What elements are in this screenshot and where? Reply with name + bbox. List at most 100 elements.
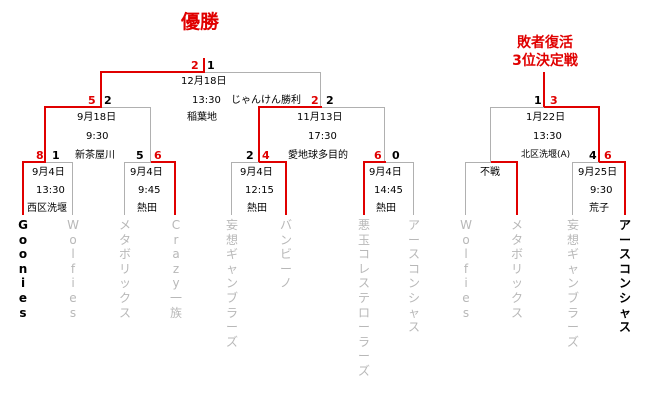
r1m3-score-left: 2 [246,149,254,162]
r1m1-drop-r [72,162,73,215]
cons-right-score-left: 4 [589,149,597,162]
cons-right-bar-red [599,161,626,163]
cons-final-date: 1月22日 [526,112,566,123]
semi-left-score-right: 2 [104,94,112,107]
cons-team-wolfies: W o l f i e s [460,218,472,320]
semi-right-bar-gray [322,107,385,108]
semi-left-drop-l [44,106,46,162]
semi-right-time: 17:30 [308,131,337,142]
semi-right-date: 11月13日 [297,112,343,123]
semi-left-time: 9:30 [86,131,109,142]
semi-right-score-right: 2 [326,94,334,107]
final-score-left: 2 [191,59,199,72]
semi-left-venue: 新茶屋川 [75,150,115,161]
r1m4-time: 14:45 [374,185,403,196]
semi-left-drop-r [150,107,151,162]
semi-right-venue: 愛地球多目的 [288,150,348,161]
semi-left-score-left: 5 [88,94,96,107]
r1m4-venue: 熱田 [376,203,396,214]
semi-right-bar-red [258,106,322,108]
team-wolfies: W o l f i e s [67,218,79,320]
r1m1-time: 13:30 [36,185,65,196]
r1m4-bar-gray [386,162,414,163]
cons-left-drop-r [516,161,518,215]
final-time: 13:30 [192,95,221,106]
r1m3-date: 9月4日 [240,167,273,178]
cons-final-drop-l [490,107,491,162]
cons-right-date: 9月25日 [578,167,618,178]
r1m2-bar-gray [124,162,151,163]
cons-right-drop-l [572,162,573,215]
r1m2-date: 9月4日 [130,167,163,178]
cons-left-bar-red [491,161,518,163]
cons-team-earth: ア ー ス コ ン シ ャ ス [618,218,631,335]
r1m1-score-left: 8 [36,149,44,162]
r1m1-drop-l [22,161,24,215]
r1m2-drop-l [124,162,125,215]
r1m4-bar-red [363,161,386,163]
r1m1-bar-gray [46,162,73,163]
final-champion-stem [203,58,205,72]
cons-final-bar-gray [490,107,544,108]
r1m3-bar-red [259,161,287,163]
r1m4-score-right: 0 [392,149,400,162]
r1m2-bar-red [151,161,176,163]
r1m4-drop-l [363,161,365,215]
team-goonies: G o o n i e s [18,218,28,320]
r1m3-bar-gray [231,162,259,163]
cons-left-drop-l [465,162,466,215]
main-title: 優勝 [180,11,219,33]
team-metabolix: メ タ ボ リ ッ ク ス [118,218,131,320]
cons-final-score-right: 3 [550,94,558,107]
semi-right-drop-r [384,107,385,162]
cons-team-mousou: 妄 想 ギ ャ ン ブ ラ ー ズ [566,218,579,349]
final-left-drop [100,71,102,107]
r1m4-drop-r [413,162,414,215]
team-earth: ア ー ス コ ン シ ャ ス [407,218,420,335]
cons-final-drop-r [598,106,600,162]
r1m2-score-left: 5 [136,149,144,162]
r1m1-venue: 西区洗堰 [27,203,67,214]
team-bambino: バ ン ビ ー ノ [279,218,292,291]
cons-right-drop-r [624,161,626,215]
r1m3-venue: 熱田 [247,203,267,214]
cons-final-time: 13:30 [533,131,562,142]
r1m2-score-right: 6 [154,149,162,162]
cons-right-bar-gray [572,162,599,163]
r1m2-drop-r [174,161,176,215]
r1m1-score-right: 1 [52,149,60,162]
semi-left-bar-gray [102,107,151,108]
r1m4-score-left: 6 [374,149,382,162]
final-date: 12月18日 [181,76,227,87]
team-mousou: 妄 想 ギ ャ ン ブ ラ ー ズ [225,218,238,349]
final-bar-right [205,72,321,73]
semi-right-score-left: 2 [311,94,319,107]
cons-final-score-left: 1 [534,94,542,107]
cons-right-score-right: 6 [604,149,612,162]
cons-right-time: 9:30 [590,185,613,196]
final-note: じゃんけん勝利 [231,95,301,106]
r1m3-drop-l [231,162,232,215]
final-score-right: 1 [207,59,215,72]
r1m2-venue: 熱田 [137,203,157,214]
team-akudama: 悪 玉 コ レ ス テ ロ ー ラ ー ズ [357,218,370,378]
semi-left-bar-red [44,106,102,108]
r1m3-drop-r [285,161,287,215]
r1m3-time: 12:15 [245,185,274,196]
r1m1-bar-red [22,161,46,163]
final-bar-left [100,71,205,73]
cons-left-bar-gray [465,162,491,163]
semi-right-drop-l [258,106,260,162]
cons-team-metabolix: メ タ ボ リ ッ ク ス [510,218,523,320]
team-crazy: C r a z y 一 族 [169,218,182,320]
semi-left-date: 9月18日 [77,112,117,123]
cons-left-note: 不戦 [480,167,500,178]
cons-right-venue: 荒子 [589,203,609,214]
consolation-title-line1: 敗者復活 [517,35,573,51]
cons-final-stem [543,72,545,107]
r1m1-date: 9月4日 [32,167,65,178]
consolation-title-line2: 3位決定戦 [512,53,578,69]
r1m2-time: 9:45 [138,185,161,196]
cons-final-bar-red [544,106,600,108]
